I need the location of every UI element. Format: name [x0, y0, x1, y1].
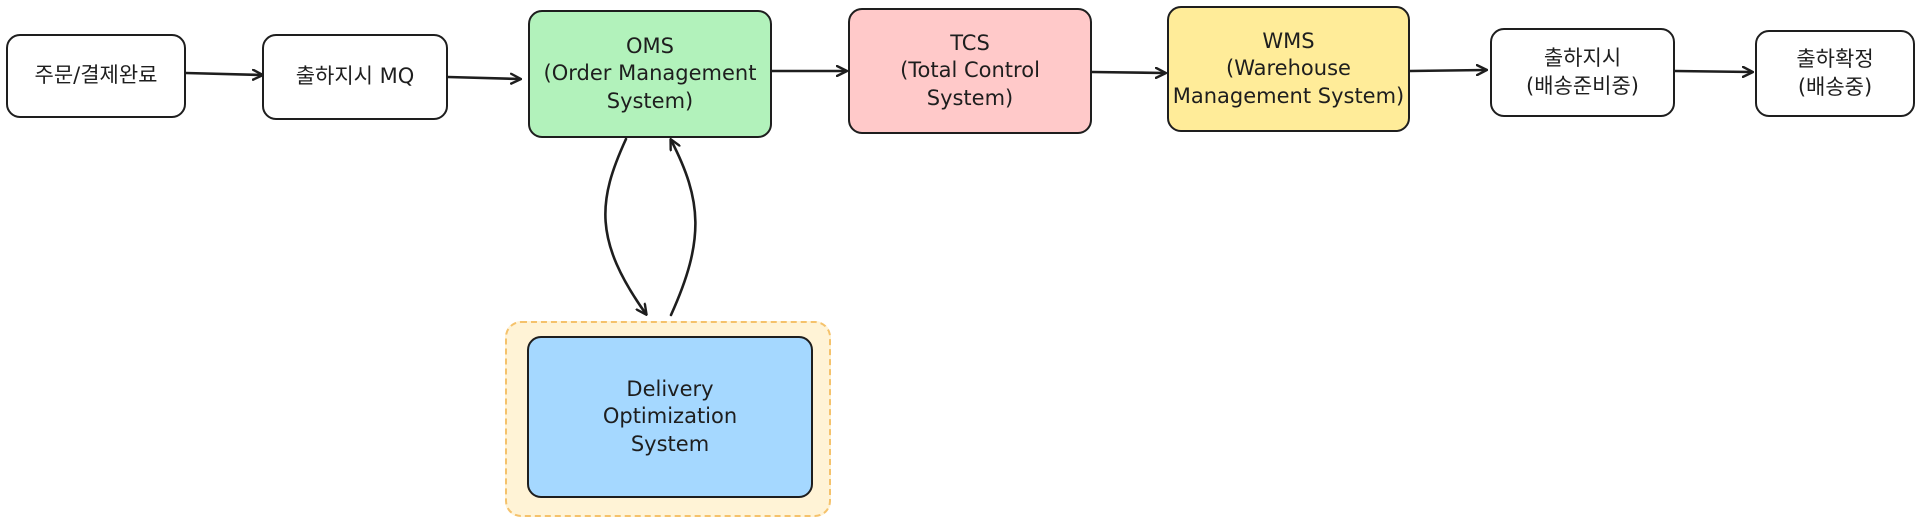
node-order-payment-complete[interactable]: 주문/결제완료: [6, 34, 186, 118]
edge-oms-to-delivery: [604, 137, 646, 314]
node-order-payment-complete-label: 주문/결제완료: [34, 63, 158, 88]
node-shipping-confirmed-label: 출하확정 (배송중): [1796, 47, 1874, 99]
edge-wms-to-preparing: [1408, 70, 1486, 71]
node-shipping-preparing-label: 출하지시 (배송준비중): [1526, 46, 1639, 98]
node-delivery-optimization[interactable]: Delivery Optimization System: [527, 336, 813, 498]
node-tcs[interactable]: TCS (Total Control System): [848, 8, 1092, 134]
edge-order-to-mq: [184, 73, 262, 75]
edge-delivery-to-oms: [671, 140, 697, 317]
node-shipping-instruction-mq[interactable]: 출하지시 MQ: [262, 34, 448, 120]
node-shipping-instruction-mq-label: 출하지시 MQ: [295, 64, 415, 89]
node-oms[interactable]: OMS (Order Management System): [528, 10, 772, 138]
edge-mq-to-oms: [446, 77, 520, 79]
node-delivery-optimization-label: Delivery Optimization System: [602, 377, 738, 456]
node-shipping-preparing[interactable]: 출하지시 (배송준비중): [1490, 28, 1675, 117]
node-wms[interactable]: WMS (Warehouse Management System): [1167, 6, 1410, 132]
node-shipping-confirmed[interactable]: 출하확정 (배송중): [1755, 30, 1915, 117]
node-tcs-label: TCS (Total Control System): [900, 31, 1040, 110]
node-oms-label: OMS (Order Management System): [543, 34, 757, 113]
edge-tcs-to-wms: [1090, 72, 1165, 73]
node-wms-label: WMS (Warehouse Management System): [1172, 29, 1405, 108]
edge-preparing-to-confirmed: [1673, 71, 1752, 72]
